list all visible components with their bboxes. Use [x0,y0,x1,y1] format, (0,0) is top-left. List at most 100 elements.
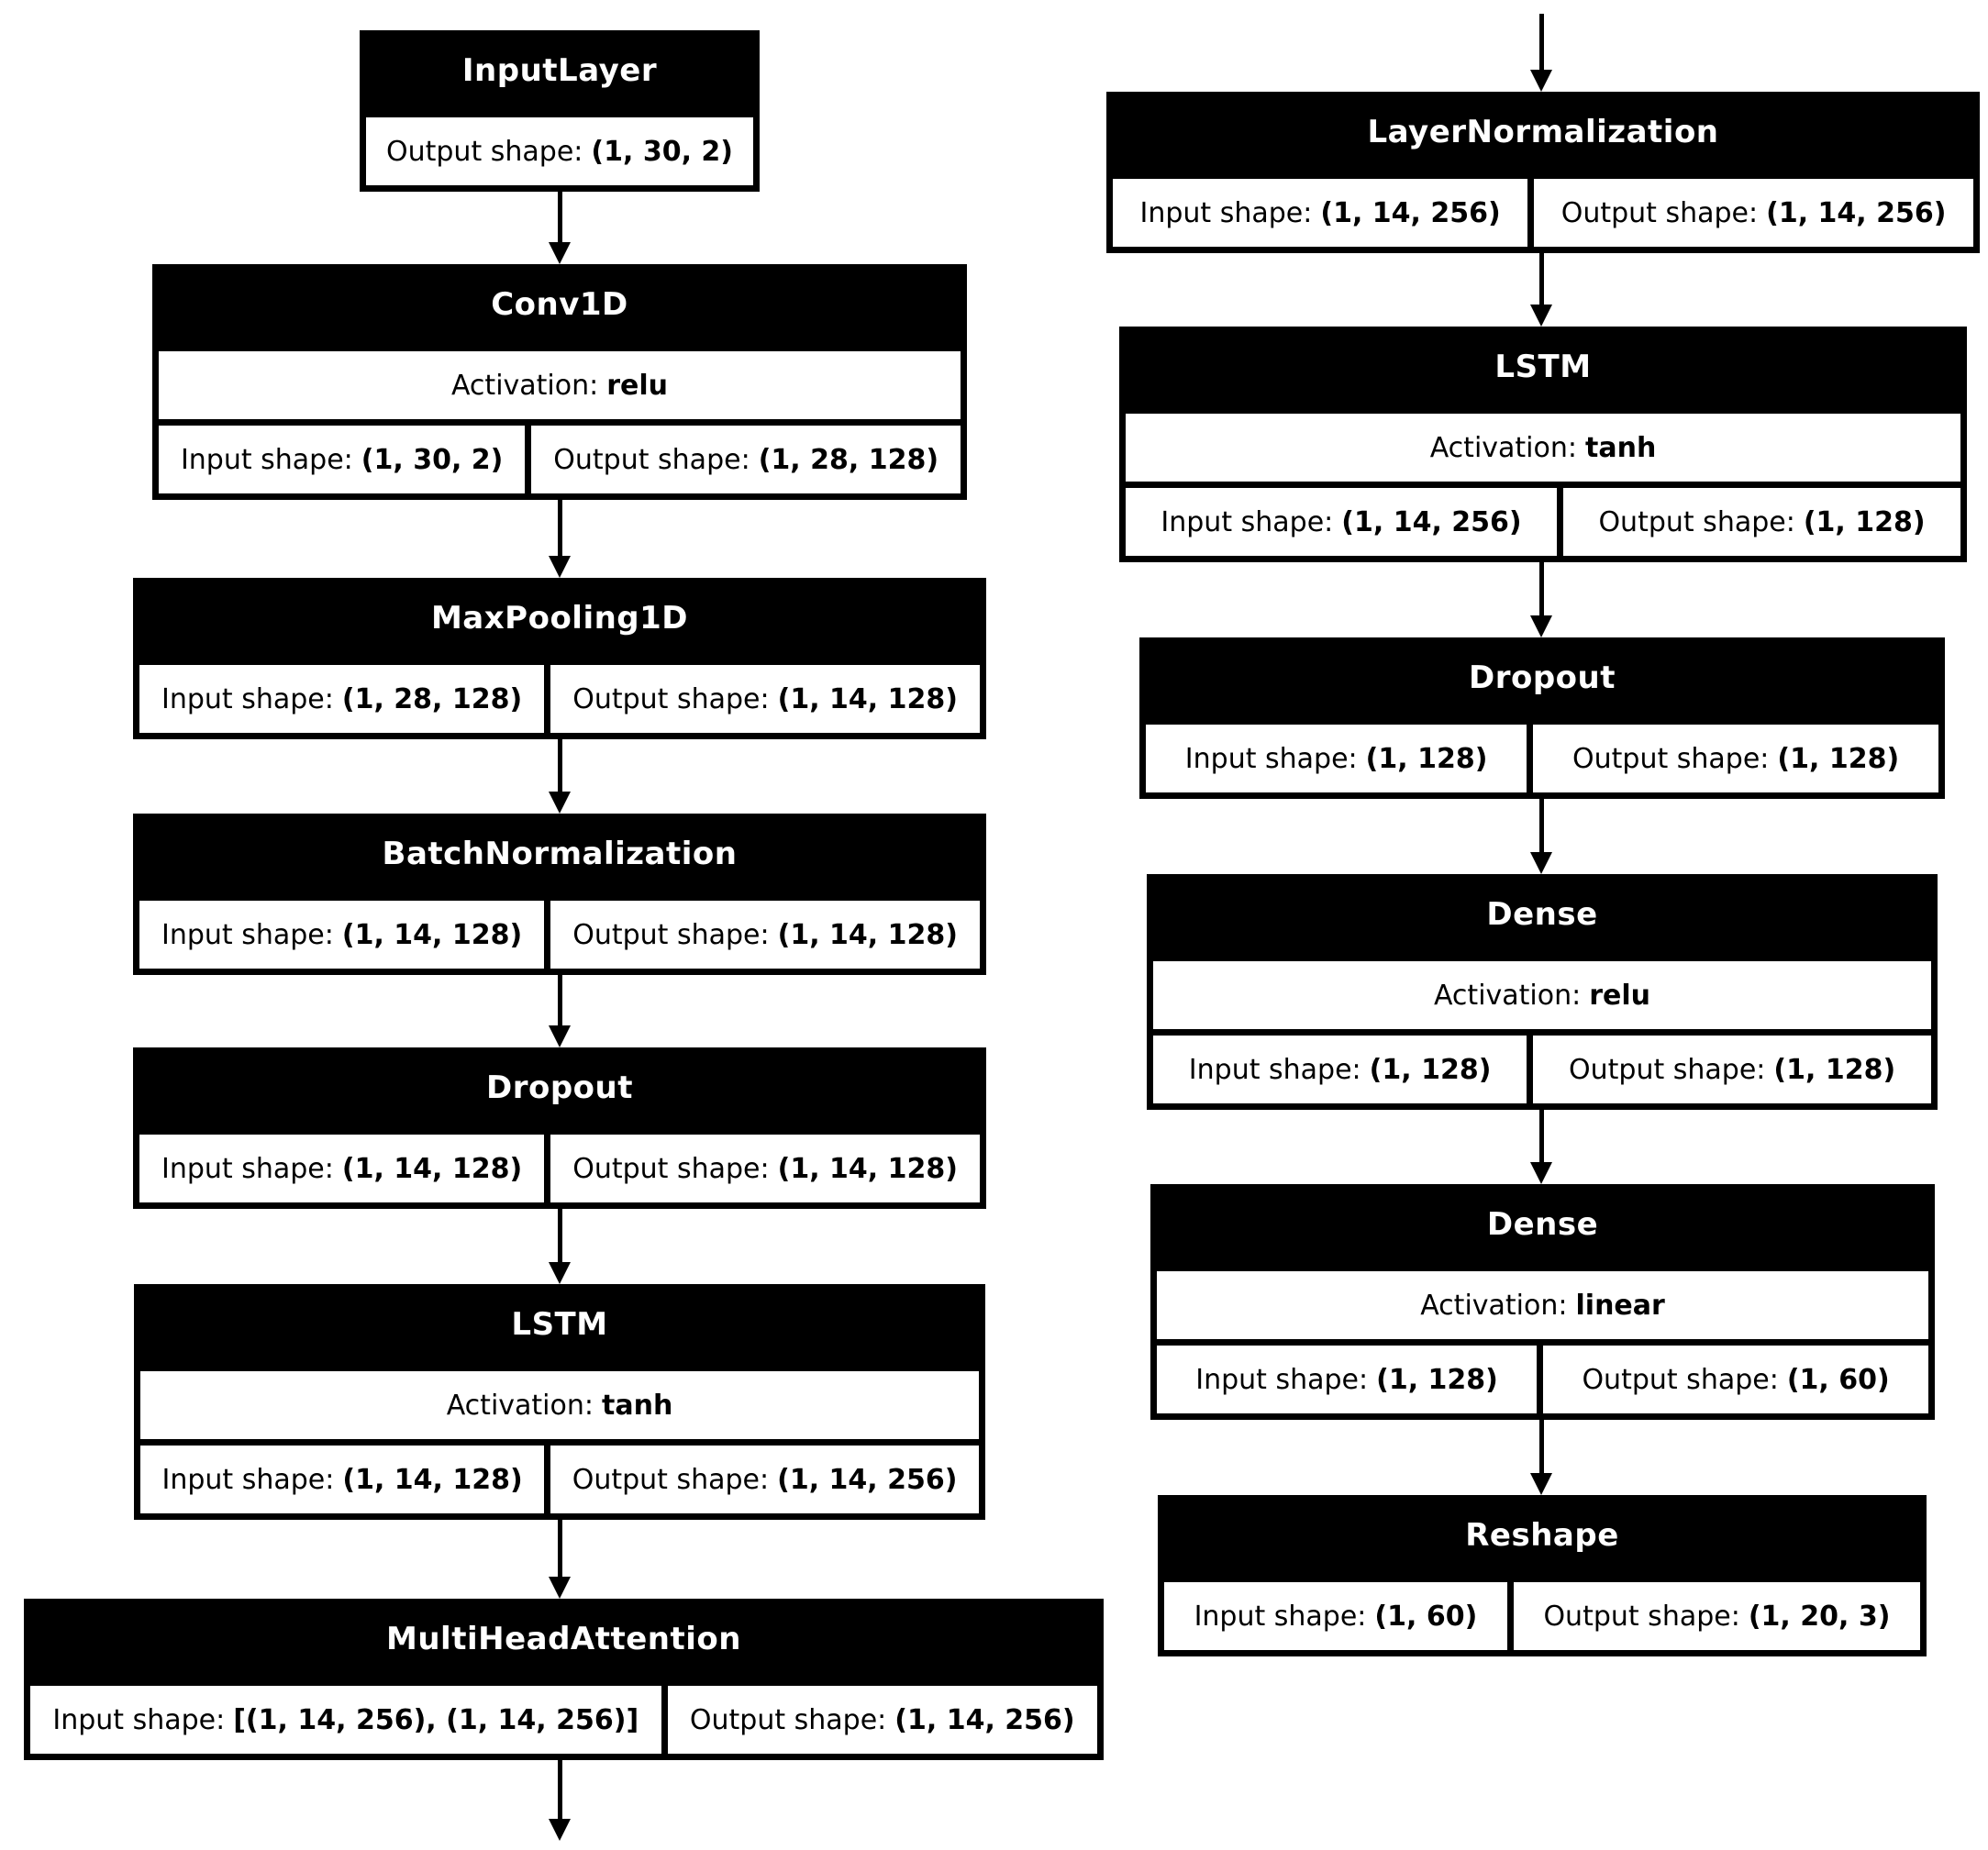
layer-title: InputLayer [461,52,658,89]
arrow-head-icon [1530,305,1552,327]
output-shape-value: (1, 14, 256) [894,1703,1075,1736]
output-shape-cell: Output shape: (1, 128) [1533,725,1938,792]
connector-arrow [548,739,572,814]
input-shape-label: Input shape: [52,1703,226,1736]
layer-title: LSTM [1494,349,1592,385]
input-shape-cell: Input shape: [(1, 14, 256), (1, 14, 256)… [30,1686,661,1754]
shapes-row: Input shape: (1, 128) Output shape: (1, … [1146,725,1938,792]
output-shape-cell: Output shape: (1, 14, 256) [550,1446,979,1513]
output-shape-value: (1, 128) [1773,1053,1896,1086]
activation-row: Activation: tanh [140,1371,979,1439]
output-shape-value: (1, 14, 128) [777,918,958,951]
output-shape-cell: Output shape: (1, 30, 2) [366,117,753,185]
input-shape-label: Input shape: [1139,196,1313,229]
connector-arrow [548,1520,572,1599]
arrow-head-icon [549,792,571,814]
layer-node-multiheadattention: MultiHeadAttention Input shape: [(1, 14,… [24,1599,1104,1760]
input-shape-label: Input shape: [1194,1600,1367,1633]
shapes-row: Input shape: (1, 14, 128) Output shape: … [140,1446,979,1513]
output-shape-value: (1, 30, 2) [591,135,733,168]
activation-row: Activation: relu [159,351,961,419]
connector-arrow [1529,1420,1553,1495]
connector-arrow [548,975,572,1047]
layer-title: Reshape [1465,1517,1619,1554]
activation-value: relu [1589,979,1651,1012]
layer-node-inputlayer: InputLayer Output shape: (1, 30, 2) [360,30,760,192]
output-shape-label: Output shape: [1560,196,1759,229]
arrow-head-icon [549,1262,571,1284]
output-shape-cell: Output shape: (1, 14, 128) [550,665,980,733]
connector-arrow-enter [1529,14,1553,92]
layer-node-lstm-left: LSTM Activation: tanh Input shape: (1, 1… [134,1284,985,1520]
output-shape-value: (1, 14, 256) [1766,196,1947,229]
input-shape-value: (1, 14, 256) [1320,196,1501,229]
layer-title: MultiHeadAttention [386,1621,741,1657]
input-shape-label: Input shape: [1184,742,1358,775]
output-shape-label: Output shape: [572,918,770,951]
arrow-shaft [1538,1420,1544,1473]
arrow-shaft [557,500,562,556]
arrow-head-icon [549,556,571,578]
activation-row: Activation: relu [1153,961,1931,1029]
arrow-head-icon [1530,1473,1552,1495]
layer-node-conv1d: Conv1D Activation: relu Input shape: (1,… [152,264,967,500]
input-shape-cell: Input shape: (1, 14, 256) [1126,488,1558,556]
activation-cell: Activation: relu [159,351,961,419]
arrow-head-icon [549,1819,571,1841]
output-shape-label: Output shape: [572,1463,770,1496]
arrow-head-icon [1530,615,1552,637]
input-shape-label: Input shape: [161,682,334,715]
arrow-head-icon [549,242,571,264]
input-shape-cell: Input shape: (1, 14, 128) [139,901,545,969]
shapes-row: Input shape: (1, 128) Output shape: (1, … [1153,1036,1931,1103]
activation-value: linear [1575,1289,1665,1322]
input-shape-cell: Input shape: (1, 14, 128) [140,1446,545,1513]
arrow-shaft [1538,562,1544,615]
input-shape-cell: Input shape: (1, 14, 128) [139,1135,545,1202]
input-shape-cell: Input shape: (1, 128) [1157,1346,1538,1413]
output-shape-value: (1, 20, 3) [1748,1600,1891,1633]
output-shape-cell: Output shape: (1, 14, 128) [550,901,980,969]
output-shape-label: Output shape: [572,682,770,715]
shapes-row: Input shape: (1, 60) Output shape: (1, 2… [1164,1582,1920,1650]
input-shape-value: (1, 60) [1374,1600,1478,1633]
arrow-shaft [1538,799,1544,852]
shapes-row: Input shape: (1, 128) Output shape: (1, … [1157,1346,1928,1413]
output-shape-value: (1, 60) [1786,1363,1890,1396]
layer-title: Dense [1486,896,1598,933]
shapes-row: Input shape: (1, 14, 256) Output shape: … [1126,488,1960,556]
shapes-row: Input shape: [(1, 14, 256), (1, 14, 256)… [30,1686,1098,1754]
arrow-head-icon [1530,1162,1552,1184]
input-shape-cell: Input shape: (1, 14, 256) [1113,179,1528,247]
layer-title: BatchNormalization [382,836,738,872]
arrow-shaft [557,1520,562,1577]
input-shape-label: Input shape: [161,1463,335,1496]
shapes-row: Output shape: (1, 30, 2) [366,117,753,185]
arrow-head-icon [549,1577,571,1599]
output-shape-label: Output shape: [1572,742,1770,775]
input-shape-value: (1, 128) [1369,1053,1492,1086]
connector-arrow [548,1209,572,1284]
layer-node-dropout-left: Dropout Input shape: (1, 14, 128) Output… [133,1047,986,1209]
activation-label: Activation: [446,1389,594,1422]
output-shape-cell: Output shape: (1, 128) [1563,488,1960,556]
shapes-row: Input shape: (1, 14, 128) Output shape: … [139,1135,980,1202]
input-shape-label: Input shape: [1161,505,1334,538]
output-shape-label: Output shape: [386,135,583,168]
input-shape-value: (1, 128) [1365,742,1488,775]
input-shape-cell: Input shape: (1, 128) [1146,725,1527,792]
output-shape-label: Output shape: [1569,1053,1766,1086]
input-shape-value: (1, 14, 128) [342,1463,523,1496]
output-shape-cell: Output shape: (1, 14, 256) [667,1686,1098,1754]
arrow-head-icon [549,1025,571,1047]
input-shape-value: (1, 128) [1376,1363,1498,1396]
output-shape-cell: Output shape: (1, 14, 256) [1534,179,1973,247]
input-shape-value: (1, 14, 128) [341,1152,523,1185]
layer-node-lstm-right: LSTM Activation: tanh Input shape: (1, 1… [1119,327,1967,562]
arrow-shaft [1538,253,1544,305]
input-shape-label: Input shape: [161,918,334,951]
connector-arrow [1529,1110,1553,1184]
output-shape-label: Output shape: [689,1703,887,1736]
output-shape-cell: Output shape: (1, 14, 128) [550,1135,980,1202]
input-shape-value: [(1, 14, 256), (1, 14, 256)] [233,1703,639,1736]
